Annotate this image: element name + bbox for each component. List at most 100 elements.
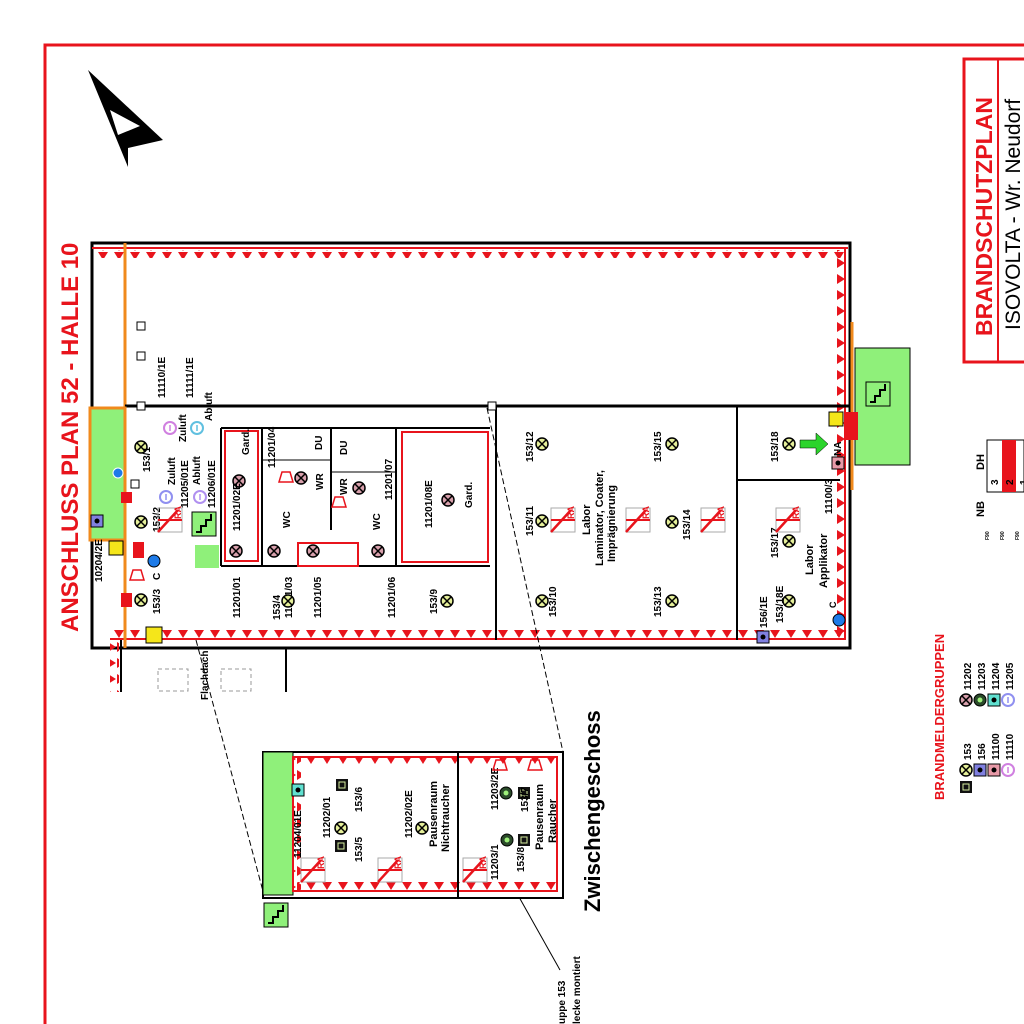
legend-symbol-icon — [973, 693, 987, 707]
fire-detector-icon[interactable] — [229, 544, 243, 558]
detector-label: 153/9 — [429, 589, 440, 614]
fire-detector-icon[interactable] — [440, 594, 454, 608]
fire-detector-icon[interactable] — [665, 594, 679, 608]
alarm-horn-icon — [128, 569, 146, 581]
room-label: WR — [315, 473, 326, 490]
fire-detector-icon[interactable] — [535, 594, 549, 608]
detector-label: 153/3 — [152, 589, 163, 614]
detector-label: 153/6 — [354, 787, 365, 812]
ra-label: RA — [566, 506, 576, 519]
legend-title: BRANDMELDERGRUPPEN — [932, 634, 947, 800]
fire-detector-icon[interactable] — [306, 544, 320, 558]
detector-label: 11201/07 — [384, 458, 395, 500]
fire-detector-icon[interactable] — [352, 481, 366, 495]
release-valve-icon: RA — [377, 856, 403, 883]
fire-detector-icon[interactable] — [782, 437, 796, 451]
release-valve-icon: RA — [700, 506, 726, 533]
exit-arrow-icon — [799, 432, 829, 456]
detector-label: 11203/2E — [490, 767, 501, 810]
detector-label: 153/12 — [525, 431, 536, 462]
escape-stair-icon — [865, 381, 891, 407]
detector-label: 153/15 — [653, 431, 664, 462]
table-value: 2 — [1005, 479, 1016, 485]
fire-detector-icon[interactable] — [831, 456, 845, 470]
fire-detector-icon[interactable] — [535, 437, 549, 451]
legend-item-label: 11204 — [991, 662, 1002, 690]
fire-detector-icon[interactable] — [371, 544, 385, 558]
fire-detector-icon[interactable] — [335, 840, 347, 852]
fire-detector-icon[interactable] — [134, 440, 148, 454]
ra-label: RA — [478, 856, 488, 869]
fire-detector-icon[interactable] — [232, 474, 246, 488]
title-block: BRANDSCHUTZPLAN ISOVOLTA - Wr. Neudorf — [962, 57, 1024, 364]
legend-symbol-icon — [959, 763, 973, 777]
table-header-dh: DH — [975, 454, 987, 470]
detector-label: 153/17 — [770, 527, 781, 558]
release-valve-icon: RA — [550, 506, 576, 533]
legend-item-label: 11100 — [991, 733, 1002, 760]
detector-label: 11202/01 — [322, 796, 333, 838]
alarm-horn-icon — [491, 759, 509, 771]
fire-detector-icon[interactable] — [163, 421, 177, 435]
fire-detector-icon[interactable] — [500, 833, 514, 847]
fire-detector-icon[interactable] — [518, 787, 530, 799]
fire-detector-icon[interactable] — [159, 490, 173, 504]
fire-detector-icon[interactable] — [441, 493, 455, 507]
mezzanine-title: Zwischengeschoss — [580, 710, 605, 912]
mezzanine-plan — [262, 751, 564, 928]
fire-detector-icon[interactable] — [281, 594, 295, 608]
sheet-border — [43, 43, 1024, 1024]
fire-detector-icon[interactable] — [193, 490, 207, 504]
fire-detector-icon[interactable] — [334, 821, 348, 835]
room-label: Laminator, Coater, — [594, 470, 606, 566]
legend-symbol-icon — [959, 693, 973, 707]
room-label: Imprägnierung — [606, 485, 618, 562]
detector-label: 10204/2E — [94, 539, 105, 582]
room-label: WC — [372, 513, 383, 530]
legend-symbol-icon — [1001, 763, 1015, 777]
detector-label: 153/13 — [653, 586, 664, 617]
ra-label: RA — [173, 506, 183, 519]
table-row-label: F90 — [1015, 531, 1021, 540]
legend-symbol-icon — [1001, 693, 1015, 707]
ra-label: RA — [641, 506, 651, 519]
detector-label: 156/1E — [759, 596, 770, 628]
fire-detector-icon[interactable] — [190, 421, 204, 435]
detector-label: 11201/01 — [232, 576, 243, 618]
detector-label: 153/18E — [775, 585, 786, 623]
high-voltage-icon — [108, 540, 124, 556]
fire-detector-icon[interactable] — [535, 514, 549, 528]
room-label: Labor — [804, 544, 816, 575]
fire-detector-icon[interactable] — [782, 594, 796, 608]
subtitle-text: ISOVOLTA - Wr. Neudorf — [1002, 99, 1024, 330]
fire-detector-icon[interactable] — [291, 783, 305, 797]
c-label: C — [828, 601, 838, 608]
fire-detector-icon[interactable] — [90, 514, 104, 528]
room-label: Gard. — [464, 482, 475, 508]
fire-detector-icon[interactable] — [756, 630, 770, 644]
fire-detector-icon[interactable] — [782, 534, 796, 548]
table-row-label: F90 — [985, 531, 991, 540]
ra-label: RA — [716, 506, 726, 519]
release-valve-icon: RA — [625, 506, 651, 533]
fire-detector-icon[interactable] — [499, 786, 513, 800]
fire-detector-icon[interactable] — [294, 471, 308, 485]
fire-detector-icon[interactable] — [415, 821, 429, 835]
fire-detector-icon[interactable] — [134, 593, 148, 607]
legend-symbol-icon — [973, 763, 987, 777]
fire-detector-icon[interactable] — [665, 515, 679, 529]
hydrant-icon — [112, 467, 124, 479]
fire-detector-icon[interactable] — [518, 834, 530, 846]
detector-label: 153/14 — [682, 509, 693, 540]
alarm-horn-icon — [330, 496, 348, 508]
table-row-label: F90 — [1000, 531, 1006, 540]
fire-detector-icon[interactable] — [134, 515, 148, 529]
fire-detector-icon[interactable] — [665, 437, 679, 451]
alarm-horn-icon — [526, 759, 544, 771]
fire-detector-icon[interactable] — [267, 544, 281, 558]
legend-item-label: 11202 — [963, 662, 974, 690]
fire-detector-icon[interactable] — [336, 779, 348, 791]
room-label: Applikator — [818, 533, 830, 588]
detector-label: 153/7 — [520, 787, 531, 812]
